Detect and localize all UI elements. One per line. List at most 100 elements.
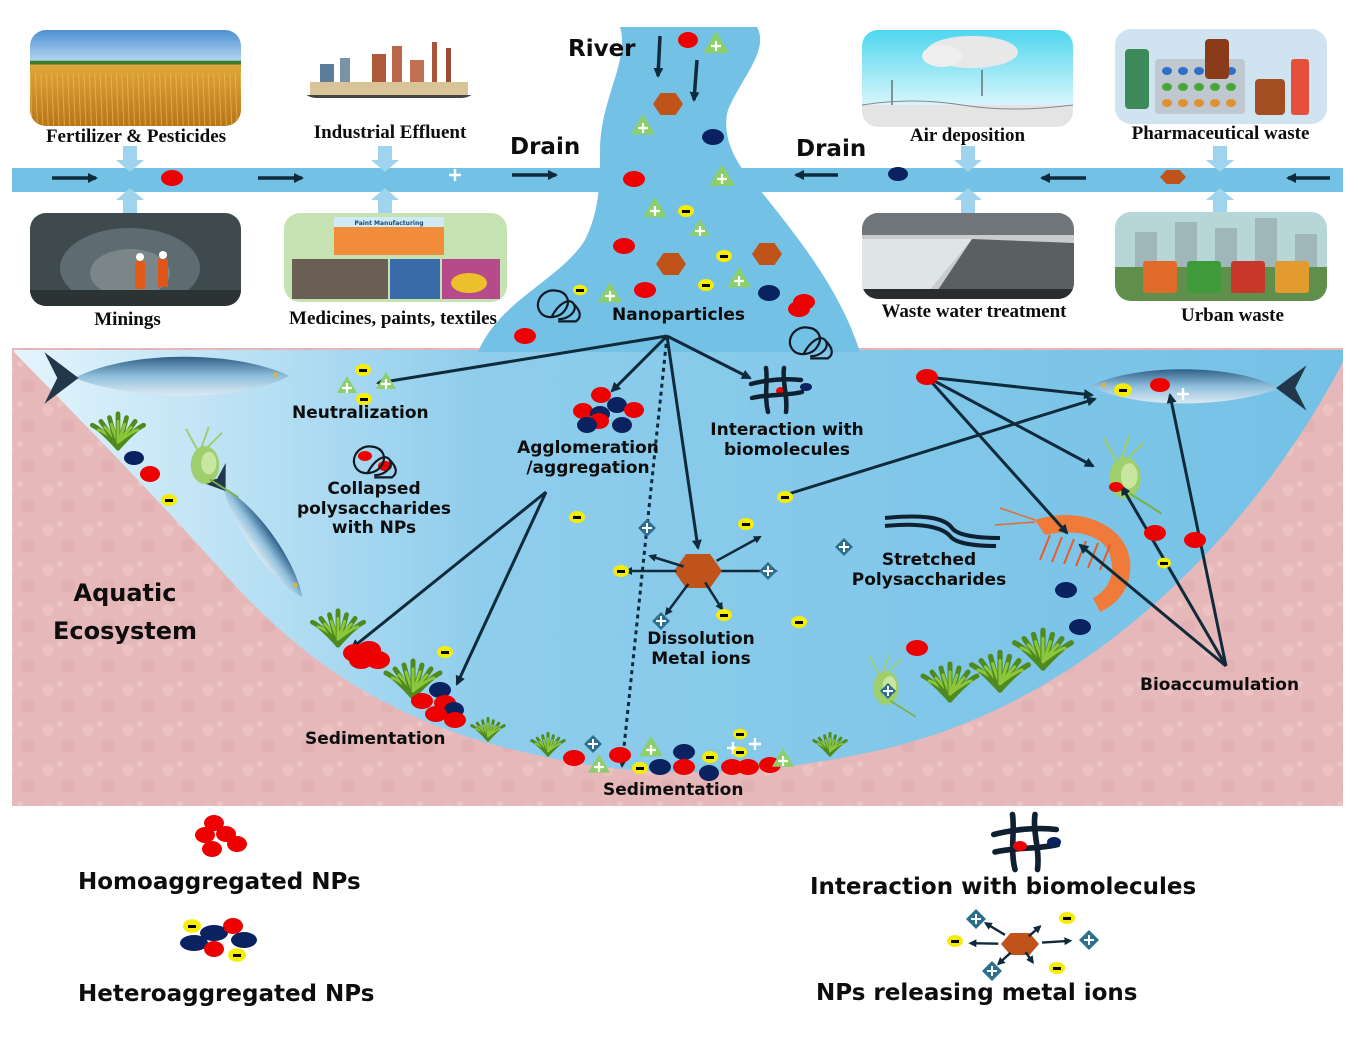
interaction-line-2: biomolecules [704,441,870,461]
red-nanoparticle [788,301,810,317]
negative-charge-particle [1157,558,1171,569]
legend-releasing-icon [947,909,1099,981]
red-nanoparticle [204,941,224,957]
negative-charge-particle [702,751,718,763]
negative-charge-particle [161,494,177,506]
agglomeration-line-2: /aggregation [512,459,664,479]
minus-sign [617,570,625,573]
interaction-line-1: Interaction with [704,421,870,441]
navy-nanoparticle [758,285,780,301]
source-label-urban: Urban waste [1120,305,1345,327]
navy-nanoparticle [1055,582,1077,598]
navy-nanoparticle [649,759,671,775]
red-nanoparticle [678,32,698,48]
red-nanoparticle [573,403,593,419]
red-nanoparticle [514,328,536,344]
source-label-air-deposition: Air deposition [870,125,1065,147]
red-nanoparticle [624,402,644,418]
navy-nanoparticle [888,167,908,181]
red-nanoparticle [425,706,447,722]
red-nanoparticle [161,170,183,186]
stretched-polysaccharides-label: Stretched Polysaccharides [848,551,1010,590]
navy-nanoparticle [673,744,695,760]
wastewater-plant-image [862,213,1074,299]
negative-charge-particle [733,747,747,758]
legend-heteroaggregated-icon [180,918,257,962]
red-nanoparticle [591,387,611,403]
legend-interaction-label: Interaction with biomolecules [810,874,1196,900]
minus-sign [1119,389,1127,392]
collapsed-line-3: with NPs [286,519,462,539]
red-nanoparticle [609,747,631,763]
negative-charge-particle [1049,962,1065,974]
minus-sign [781,496,789,499]
navy-nanoparticle [612,417,632,433]
negative-charge-particle [716,250,732,262]
negative-charge-particle [698,279,714,291]
metal-oxide-nanoparticle [1001,933,1039,955]
agglomeration-line-1: Agglomeration [512,439,664,459]
negative-charge-particle [569,511,585,523]
nanoparticles-label: Nanoparticles [612,306,745,326]
legend-ion-arrow [998,953,1010,964]
legend-heteroaggregated-label: Heteroaggregated NPs [78,981,374,1007]
legend-homoaggregated-label: Homoaggregated NPs [78,869,361,895]
minus-sign [441,651,449,654]
negative-charge-particle [228,948,246,962]
negative-charge-particle [613,565,629,577]
source-label-pharmaceutical: Pharmaceutical waste [1108,123,1333,145]
navy-nanoparticle [1047,837,1061,847]
red-nanoparticle [444,712,466,728]
river-flow-arrow [658,36,660,76]
stretched-line-2: Polysaccharides [848,571,1010,591]
red-nanoparticle [1144,525,1166,541]
red-nanoparticle [634,282,656,298]
minus-sign [951,940,959,943]
navy-nanoparticle [124,451,144,465]
red-nanoparticle [140,466,160,482]
red-nanoparticle [349,651,373,669]
red-nanoparticle [223,918,243,934]
minus-sign [188,925,196,928]
negative-charge-particle [947,935,963,947]
legend-releasing-label: NPs releasing metal ions [816,980,1137,1006]
red-nanoparticle [673,759,695,775]
red-nanoparticle [227,836,247,852]
source-label-minings: Minings [30,309,225,331]
minus-sign [1160,562,1168,565]
red-nanoparticle [1109,482,1123,492]
bioaccumulation-label: Bioaccumulation [1140,676,1299,696]
legend-homoaggregated-icon [195,815,247,857]
negative-charge-particle [355,364,371,376]
source-label-fertilizer: Fertilizer & Pesticides [30,126,242,148]
paint-manufacturing-text: Paint Manufacturing [354,220,423,227]
red-nanoparticle [1150,378,1170,392]
minus-sign [1053,967,1061,970]
mine-tunnel-image [30,213,241,308]
metal-ion [966,909,986,929]
minus-sign [720,614,728,617]
red-nanoparticle [202,841,222,857]
minus-sign [360,398,368,401]
dissolution-label: Dissolution Metal ions [636,630,766,669]
navy-nanoparticle [699,765,719,781]
legend-ion-arrow [1029,926,1040,936]
minus-sign [573,516,581,519]
negative-charge-particle [678,205,694,217]
legend-ion-arrow [986,923,1005,935]
collapsed-line-1: Collapsed [286,480,462,500]
navy-nanoparticle [577,417,597,433]
negative-charge-particle [716,609,732,621]
negative-charge-particle [738,518,754,530]
aquatic-ecosystem-label: Aquatic Ecosystem [40,574,210,651]
minus-sign [359,369,367,372]
urban-bins-image [1115,212,1327,301]
red-nanoparticle [1013,841,1027,851]
factory-image [300,34,478,98]
dissolution-line-2: Metal ions [636,650,766,670]
minus-sign [682,210,690,213]
red-nanoparticle [563,750,585,766]
minus-sign [233,954,241,957]
negative-charge-particle [777,491,793,503]
negative-charge-particle [632,762,648,774]
